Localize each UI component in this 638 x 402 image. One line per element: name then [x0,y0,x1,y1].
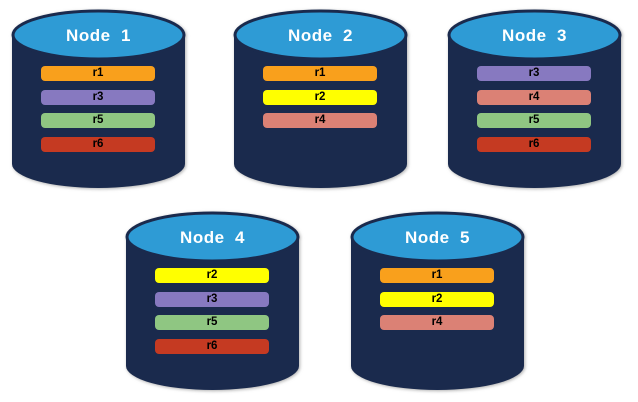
database-node: Node 4 r2 r3 r5 r6 [124,210,301,392]
database-node: Node 3 r3 r4 r5 r6 [446,8,623,190]
replica-bar-r5: r5 [155,315,269,330]
cylinder-top [125,211,300,263]
replica-bars: r2 r3 r5 r6 [155,268,269,354]
replica-bar-r1: r1 [263,66,377,81]
replica-bar-r3: r3 [477,66,591,81]
replica-bars: r3 r4 r5 r6 [477,66,591,152]
replica-bar-r5: r5 [41,113,155,128]
node-title: Node 4 [180,228,245,247]
replica-bar-r4: r4 [477,89,591,105]
replica-bar-r1: r1 [380,268,494,283]
node-title: Node 1 [66,26,131,45]
replica-bar-r6: r6 [155,338,269,354]
replica-bar-r6: r6 [41,136,155,152]
database-node: Node 1 r1 r3 r5 r6 [10,8,187,190]
replica-bar-r4: r4 [380,315,494,330]
replica-bars: r1 r2 r4 [380,268,494,330]
replica-bars: r1 r3 r5 r6 [41,66,155,152]
replica-bar-r2: r2 [380,291,494,307]
replica-bar-r4: r4 [263,113,377,128]
database-node: Node 5 r1 r2 r4 [349,210,526,392]
node-title: Node 3 [502,26,567,45]
replica-bar-r1: r1 [41,66,155,81]
replica-bar-r6: r6 [477,136,591,152]
replica-bar-r5: r5 [477,113,591,128]
replica-bar-r2: r2 [263,89,377,105]
replica-bars: r1 r2 r4 [263,66,377,128]
database-node: Node 2 r1 r2 r4 [232,8,409,190]
node-title: Node 5 [405,228,470,247]
replica-bar-r2: r2 [155,268,269,283]
cylinder-top [447,9,622,61]
cylinder-top [233,9,408,61]
cylinder-top [350,211,525,263]
replica-bar-r3: r3 [155,291,269,307]
cylinder-top [11,9,186,61]
node-title: Node 2 [288,26,353,45]
replica-bar-r3: r3 [41,89,155,105]
